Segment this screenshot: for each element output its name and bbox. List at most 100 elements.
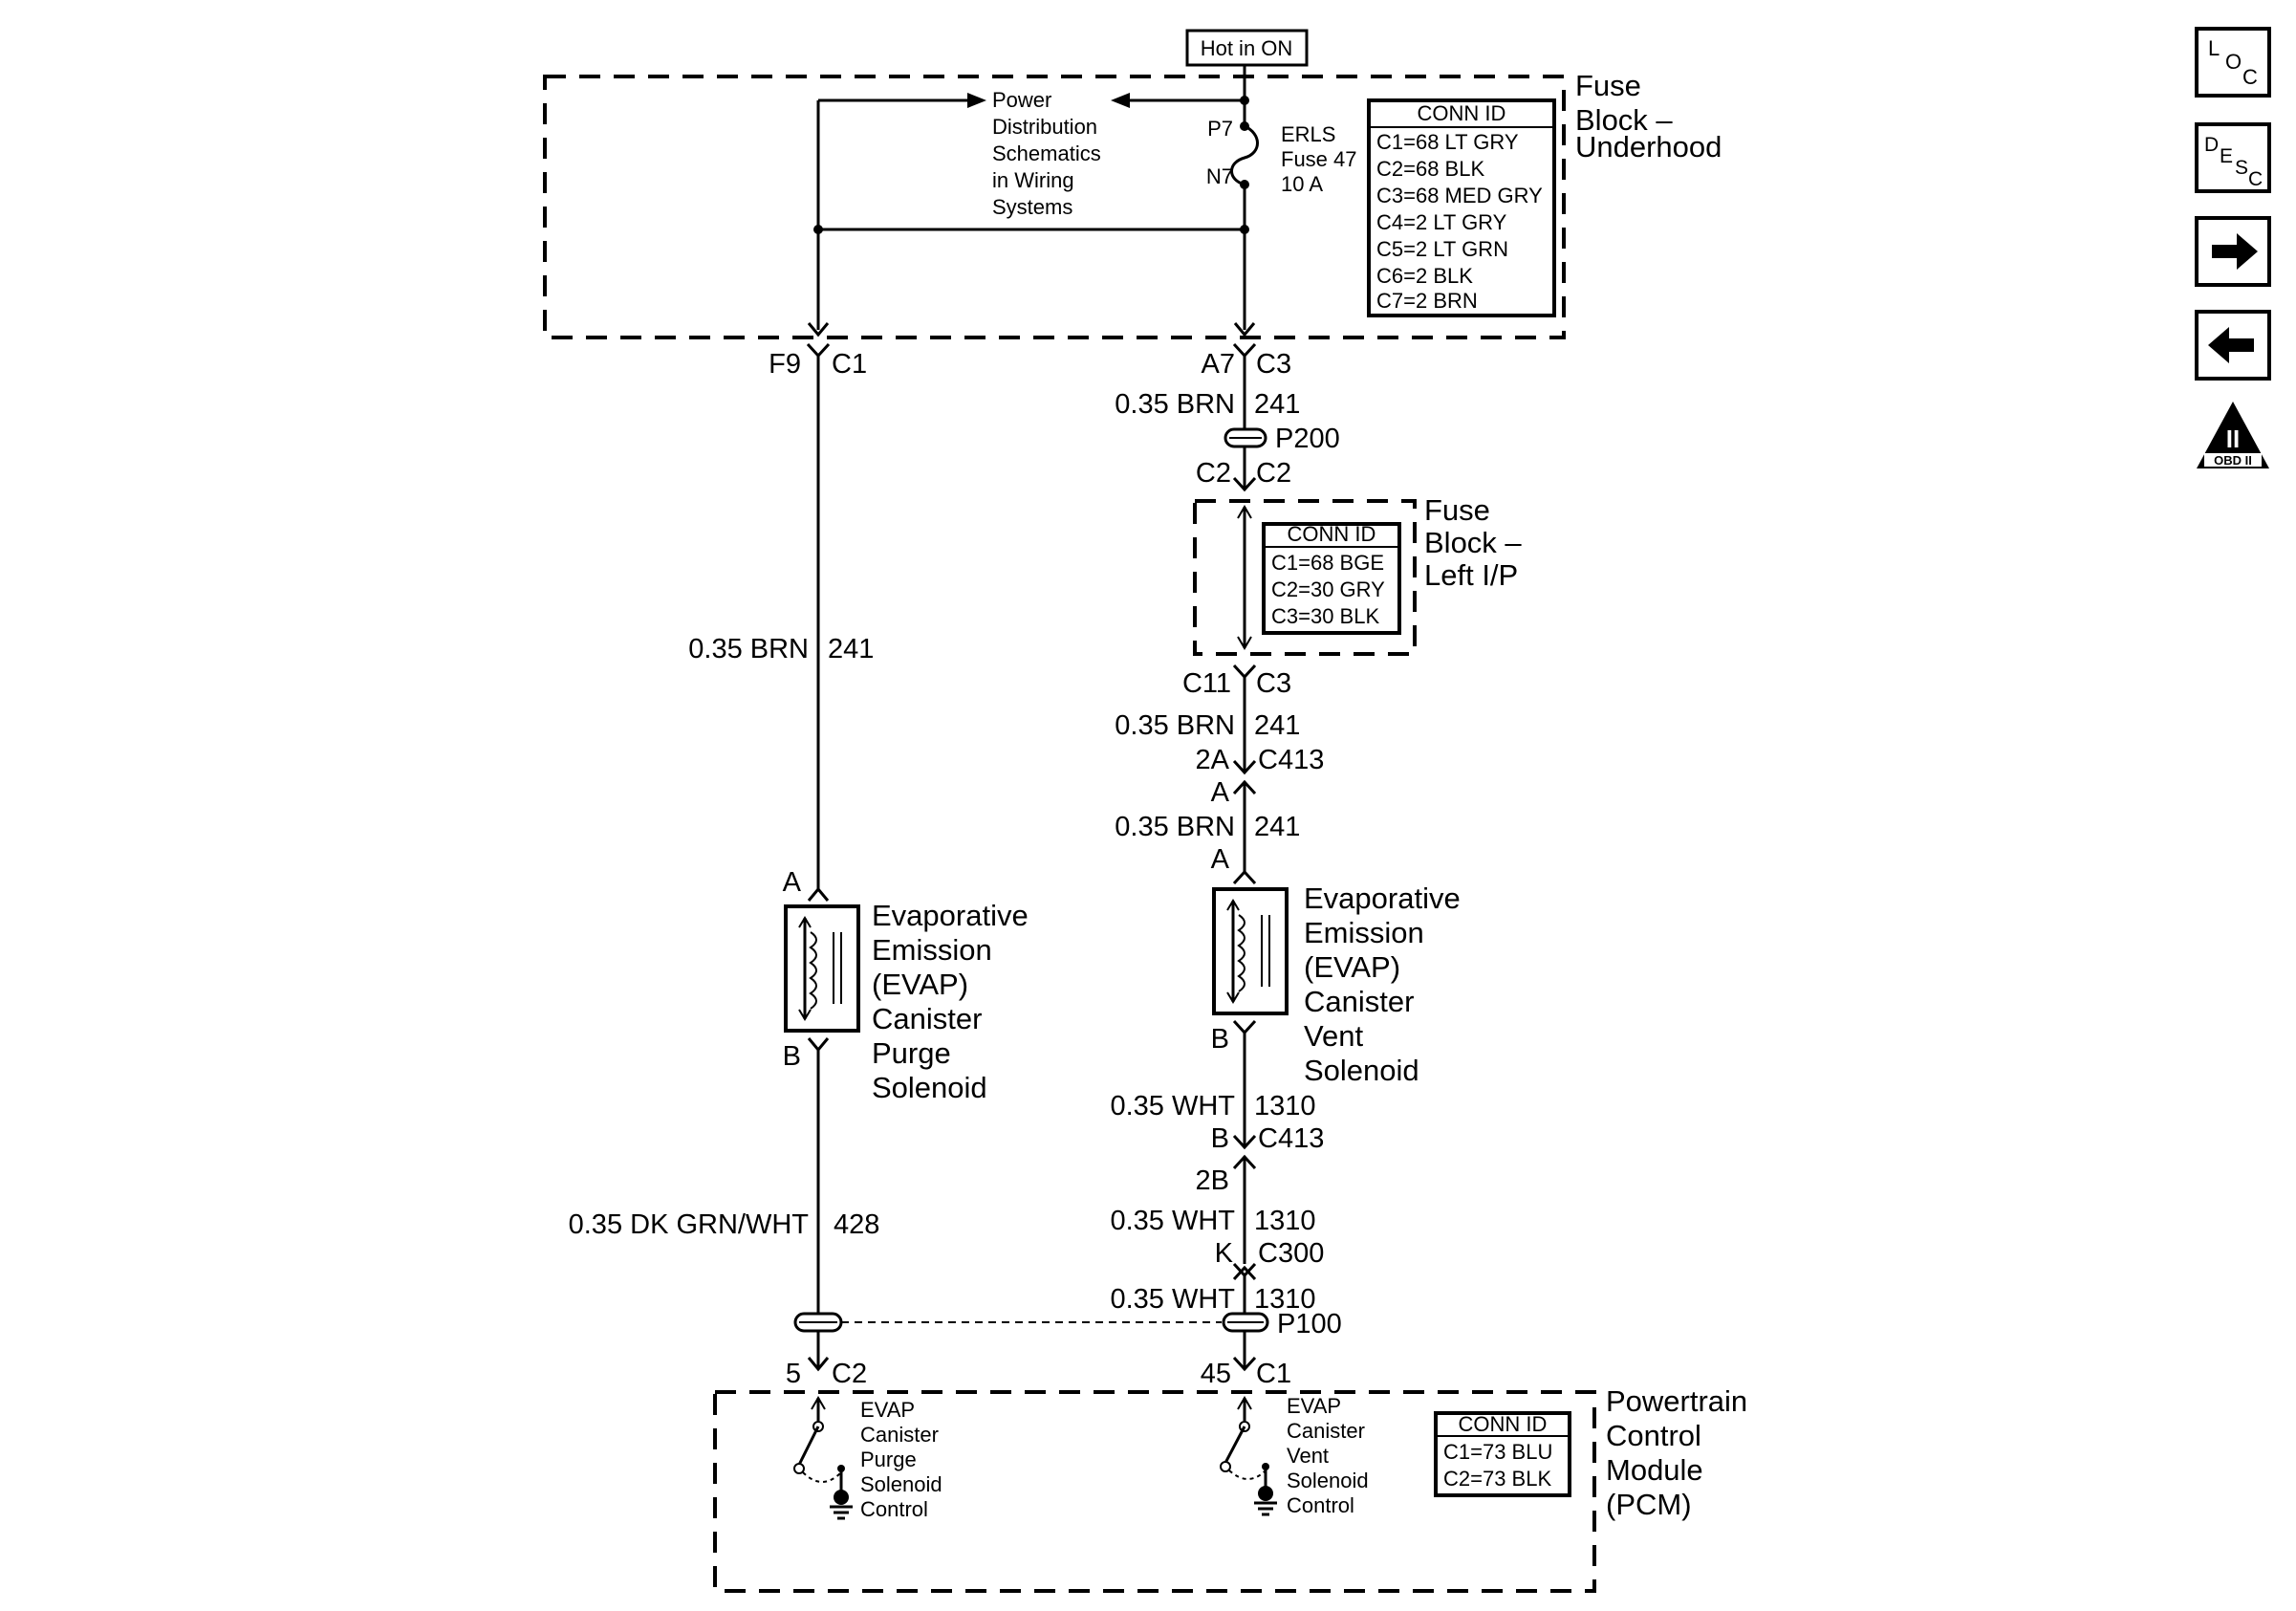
svg-text:Solenoid: Solenoid <box>860 1472 942 1496</box>
svg-text:C413: C413 <box>1258 745 1324 775</box>
svg-text:Fuse: Fuse <box>1575 69 1641 102</box>
svg-text:Vent: Vent <box>1287 1444 1329 1468</box>
svg-text:Systems: Systems <box>992 195 1072 219</box>
svg-text:Evaporative: Evaporative <box>872 899 1029 932</box>
svg-text:C: C <box>2242 65 2258 89</box>
svg-text:Solenoid: Solenoid <box>872 1071 987 1104</box>
svg-text:0.35 BRN: 0.35 BRN <box>1115 710 1235 741</box>
svg-text:10 A: 10 A <box>1281 172 1323 196</box>
svg-text:Powertrain: Powertrain <box>1606 1384 1747 1418</box>
svg-text:Canister: Canister <box>860 1423 939 1447</box>
svg-text:in Wiring: in Wiring <box>992 168 1074 192</box>
svg-text:A: A <box>1211 844 1230 875</box>
svg-text:2B: 2B <box>1196 1165 1229 1196</box>
svg-text:1310: 1310 <box>1254 1284 1316 1315</box>
svg-text:Solenoid: Solenoid <box>1304 1054 1419 1087</box>
svg-text:Control: Control <box>1287 1493 1354 1517</box>
svg-text:E: E <box>2220 145 2233 167</box>
svg-text:Underhood: Underhood <box>1575 130 1722 163</box>
svg-text:P200: P200 <box>1275 424 1340 454</box>
svg-text:C3=68 MED GRY: C3=68 MED GRY <box>1376 184 1543 207</box>
pcm-conn-id-box <box>1434 1411 1571 1497</box>
svg-text:C1=73 BLU: C1=73 BLU <box>1443 1440 1552 1464</box>
svg-text:EVAP: EVAP <box>1287 1394 1341 1418</box>
svg-text:P100: P100 <box>1277 1309 1342 1339</box>
svg-text:C3: C3 <box>1256 349 1291 380</box>
svg-text:B: B <box>1211 1024 1229 1055</box>
svg-text:Vent: Vent <box>1304 1019 1363 1053</box>
svg-text:A7: A7 <box>1202 349 1235 380</box>
svg-text:S: S <box>2235 157 2248 179</box>
svg-text:Canister: Canister <box>872 1002 982 1035</box>
svg-text:C3: C3 <box>1256 668 1291 699</box>
left-ip-conn-id-box <box>1262 522 1401 635</box>
vent-solenoid-symbol <box>1212 887 1289 1015</box>
svg-text:Block –: Block – <box>1424 526 1522 559</box>
svg-text:C2=30 GRY: C2=30 GRY <box>1271 577 1385 601</box>
desc-button[interactable]: D E S C <box>2195 122 2271 193</box>
svg-text:C2: C2 <box>832 1359 867 1389</box>
svg-text:K: K <box>1215 1238 1234 1269</box>
left-circuit-purge: F9 C1 0.35 BRN 241 A Evaporative Emissio… <box>569 342 1029 1389</box>
svg-text:F9: F9 <box>769 349 801 380</box>
svg-text:241: 241 <box>1254 389 1300 420</box>
svg-text:A: A <box>1211 777 1230 808</box>
svg-text:C2: C2 <box>1196 458 1231 489</box>
obd-ii-button[interactable]: II OBD II <box>2197 402 2269 468</box>
svg-text:0.35 BRN: 0.35 BRN <box>688 634 809 664</box>
svg-text:Emission: Emission <box>872 933 992 967</box>
fuse-47-symbol <box>1230 124 1259 186</box>
svg-text:241: 241 <box>1254 812 1300 842</box>
purge-solenoid-symbol <box>784 904 860 1033</box>
svg-text:Left I/P: Left I/P <box>1424 558 1518 592</box>
svg-text:241: 241 <box>1254 710 1300 741</box>
svg-text:C7=2 BRN: C7=2 BRN <box>1376 289 1478 313</box>
svg-text:C1=68 LT GRY: C1=68 LT GRY <box>1376 130 1519 154</box>
svg-text:CONN ID: CONN ID <box>1288 522 1376 546</box>
svg-text:Evaporative: Evaporative <box>1304 882 1461 915</box>
svg-text:0.35 BRN: 0.35 BRN <box>1115 812 1235 842</box>
svg-text:Fuse 47: Fuse 47 <box>1281 147 1357 171</box>
svg-text:CONN ID: CONN ID <box>1459 1412 1548 1436</box>
svg-text:C6=2 BLK: C6=2 BLK <box>1376 264 1473 288</box>
svg-text:P7: P7 <box>1207 117 1233 141</box>
svg-text:1310: 1310 <box>1254 1091 1316 1121</box>
svg-text:CONN ID: CONN ID <box>1418 101 1506 125</box>
fuse-block-underhood: Power Distribution Schematics in Wiring … <box>543 65 1722 339</box>
next-page-button[interactable] <box>2195 216 2271 287</box>
svg-text:B: B <box>1211 1123 1229 1154</box>
svg-text:428: 428 <box>834 1209 879 1240</box>
svg-text:Block –: Block – <box>1575 103 1673 137</box>
svg-text:A: A <box>783 867 802 898</box>
obd-ii-icon <box>2197 402 2269 468</box>
hot-in-on-label: Hot in ON <box>1201 36 1293 60</box>
desc-icon: D <box>2204 134 2219 156</box>
svg-text:0.35 WHT: 0.35 WHT <box>1110 1091 1235 1121</box>
svg-text:Schematics: Schematics <box>992 142 1101 165</box>
svg-text:C11: C11 <box>1182 668 1231 699</box>
svg-text:N7: N7 <box>1206 164 1233 188</box>
svg-text:O: O <box>2225 50 2242 74</box>
svg-text:5: 5 <box>786 1359 801 1389</box>
svg-text:Purge: Purge <box>872 1036 951 1070</box>
svg-text:Solenoid: Solenoid <box>1287 1469 1369 1492</box>
pcm-block: EVAP Canister Purge Solenoid Control EVA… <box>713 1384 1747 1593</box>
svg-text:C1: C1 <box>832 349 867 380</box>
svg-text:C300: C300 <box>1258 1238 1324 1269</box>
svg-text:C1=68 BGE: C1=68 BGE <box>1271 551 1384 575</box>
svg-text:OBD II: OBD II <box>2214 453 2252 468</box>
svg-text:Canister: Canister <box>1304 985 1414 1018</box>
svg-text:(PCM): (PCM) <box>1606 1488 1692 1521</box>
svg-text:0.35 DK GRN/WHT: 0.35 DK GRN/WHT <box>569 1209 810 1240</box>
underhood-conn-id-box <box>1367 98 1556 317</box>
arrow-left-icon <box>2208 327 2254 363</box>
svg-text:241: 241 <box>828 634 874 664</box>
svg-text:1310: 1310 <box>1254 1206 1316 1236</box>
loc-button[interactable]: L O C <box>2195 27 2271 98</box>
svg-text:C2=73 BLK: C2=73 BLK <box>1443 1467 1551 1491</box>
svg-text:2A: 2A <box>1196 745 1230 775</box>
previous-page-button[interactable] <box>2195 310 2271 381</box>
hot-in-on-box <box>1185 29 1309 67</box>
svg-text:Module: Module <box>1606 1453 1703 1487</box>
